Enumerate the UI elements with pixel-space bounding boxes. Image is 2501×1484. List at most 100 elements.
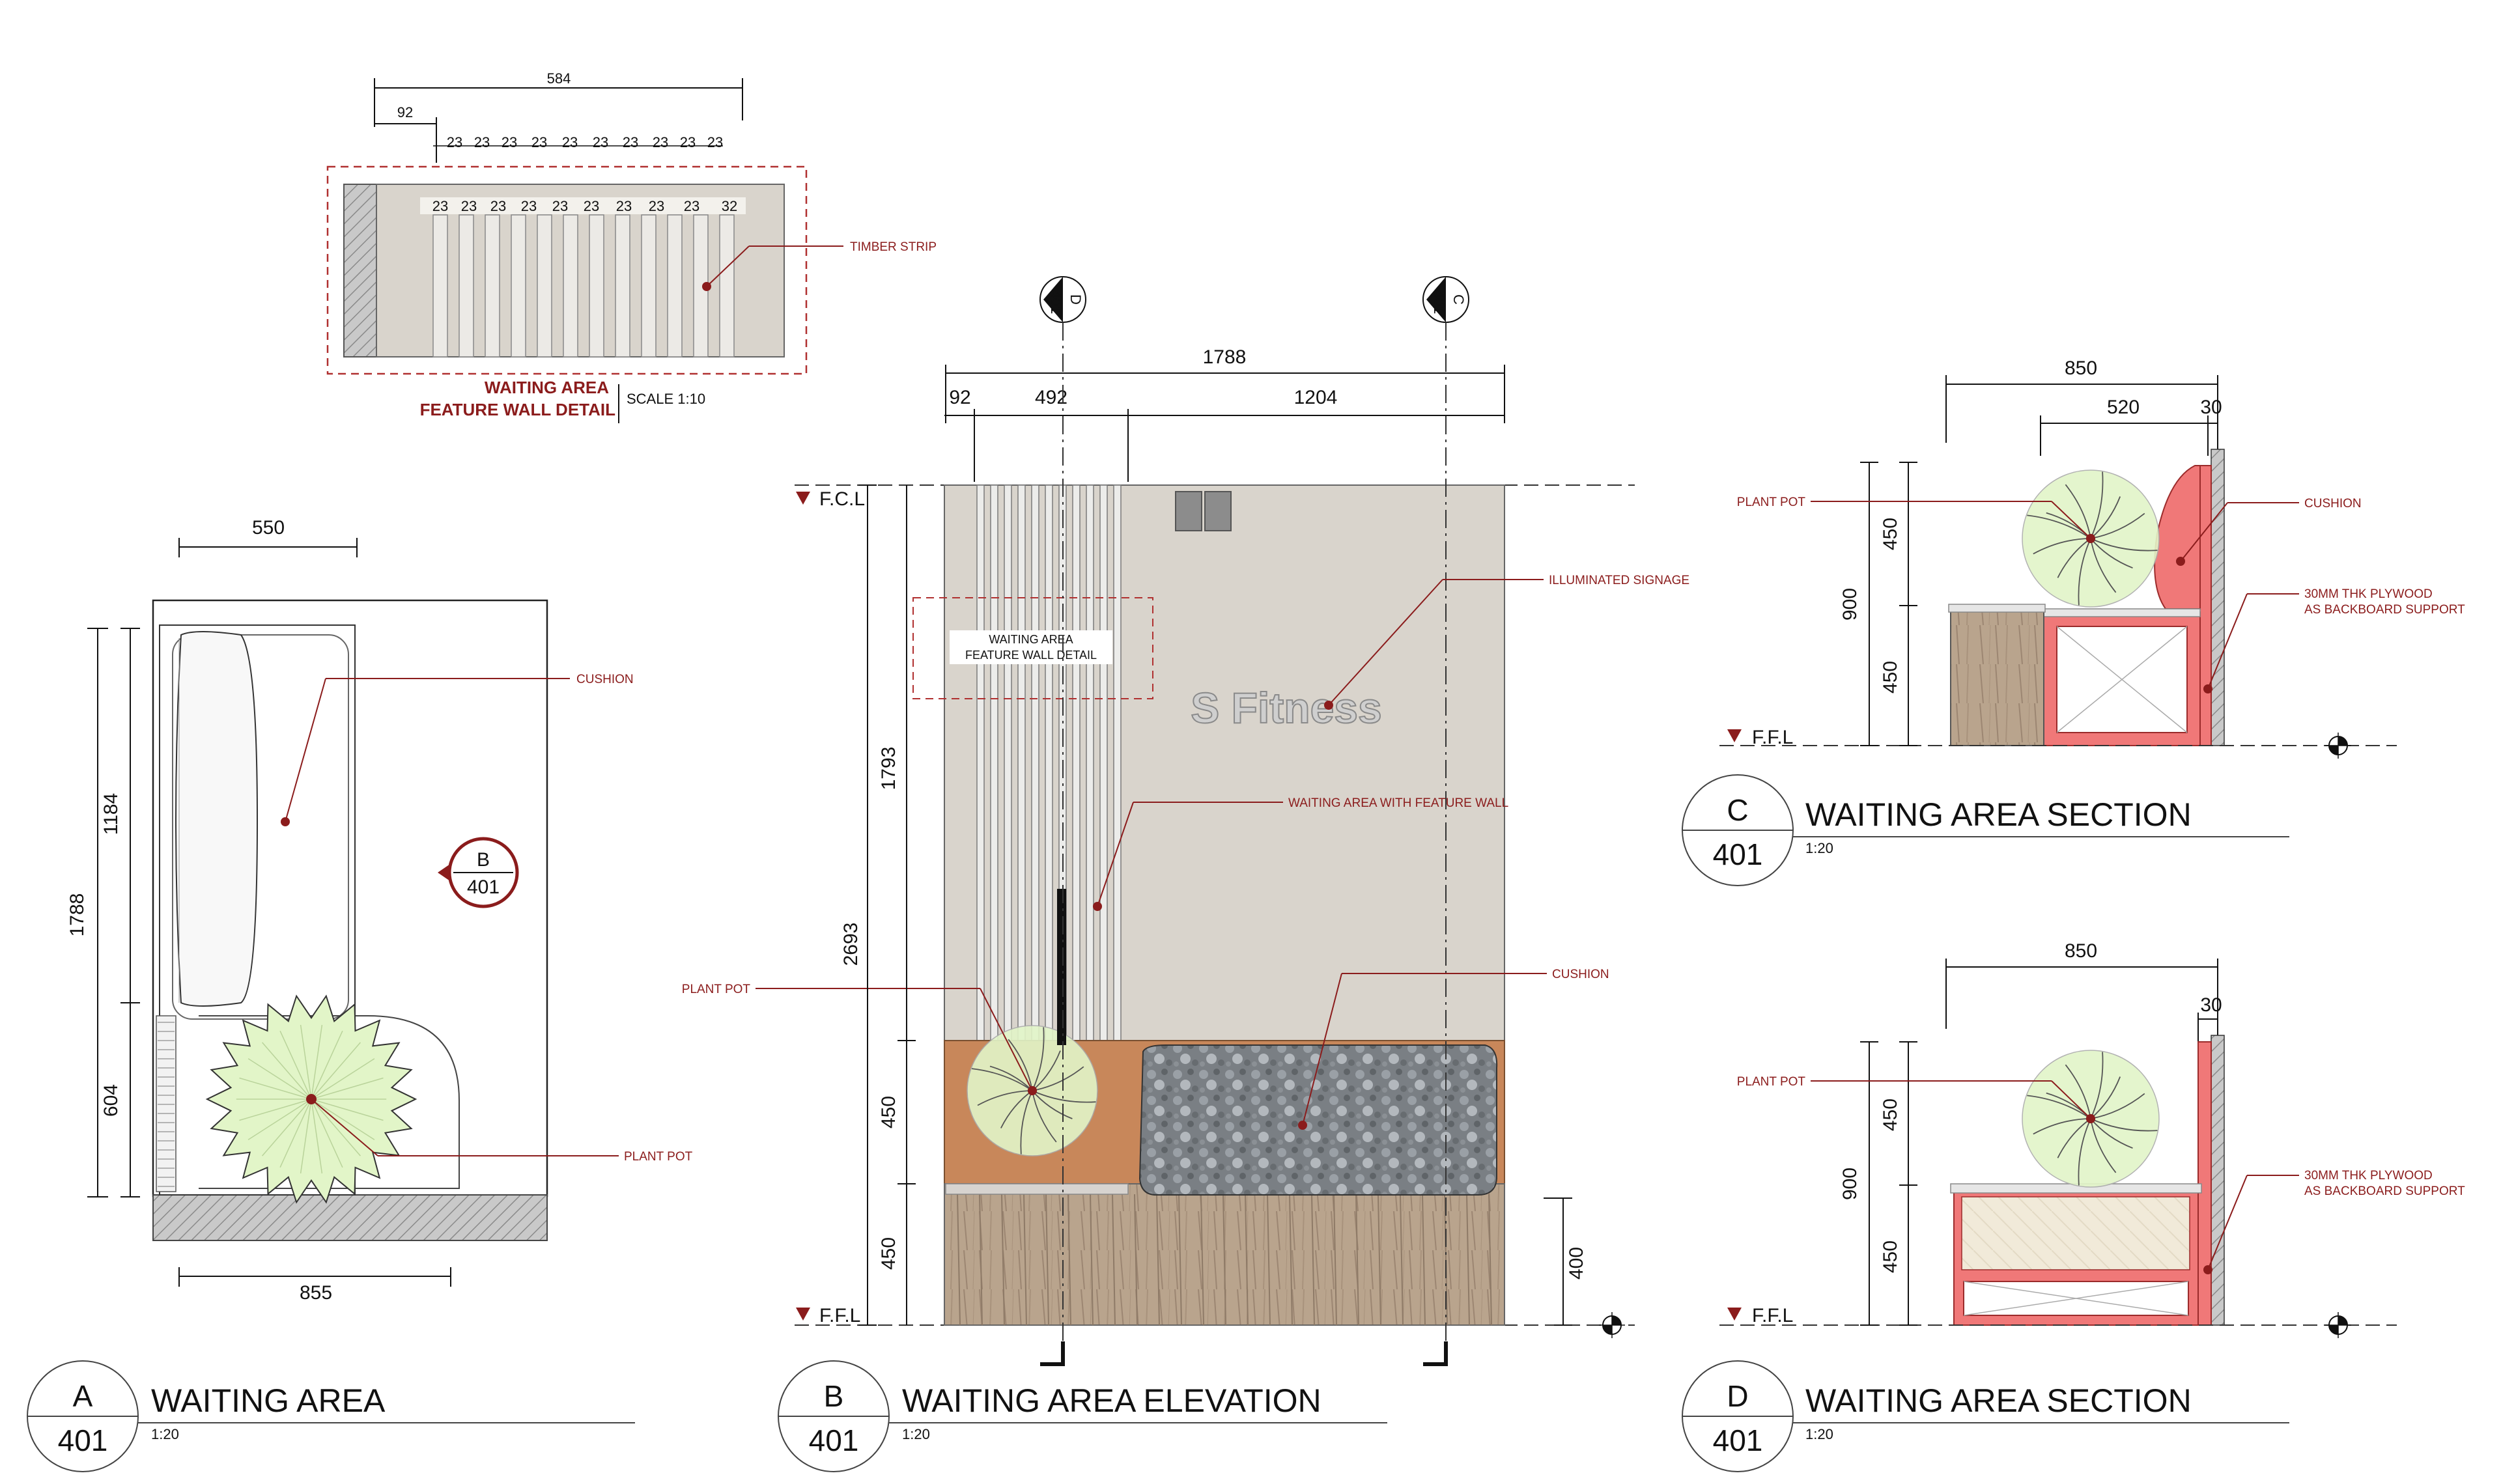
title-a-letter: A	[73, 1379, 93, 1413]
wall-strip	[1031, 484, 1039, 1043]
plant-leaf	[2027, 514, 2091, 539]
dim-900-d: 900	[1839, 1168, 1861, 1200]
dim-30-c: 30	[2200, 397, 2222, 418]
svg-text:23: 23	[447, 134, 462, 150]
label-illuminated-signage: ILLUMINATED SIGNAGE	[1549, 574, 1689, 587]
section-marker-d[interactable]: D 401	[1039, 276, 1086, 323]
plant-vein	[311, 1099, 323, 1174]
bench-slat	[1200, 1194, 1204, 1326]
bench-slat	[1023, 1194, 1027, 1326]
dim-520: 520	[2107, 397, 2140, 418]
bench-slat	[1134, 1194, 1138, 1326]
title-c-sheet: 401	[1713, 837, 1763, 871]
plant-vein	[311, 1042, 361, 1100]
bench-slats	[957, 1194, 1492, 1326]
section-marker-b[interactable]: B 401	[438, 837, 519, 908]
plant-leaf	[2057, 538, 2091, 578]
title-b: WAITING AREA ELEVATION	[902, 1382, 1321, 1419]
plant-leaf	[2033, 538, 2091, 555]
plant-leaf	[2090, 1093, 2145, 1119]
bench-slat	[1178, 1194, 1182, 1326]
dim-900-c: 900	[1839, 588, 1861, 621]
plant-leaf	[1008, 1039, 1033, 1091]
feature-wall-detail: 584 92 23 23 23 23 23 23 23 23 23 23 23 …	[326, 70, 937, 423]
dim-1788-plan: 1788	[66, 893, 88, 937]
dim-492: 492	[1035, 387, 1067, 408]
bench-slat	[1045, 1194, 1049, 1326]
svg-text:23: 23	[584, 198, 599, 214]
bench-slat	[1067, 1194, 1071, 1326]
dim-30-d: 30	[2200, 994, 2222, 1016]
timber-strip	[485, 214, 500, 357]
level-ffl-d: F.F.L	[1752, 1305, 1793, 1326]
title-d: WAITING AREA SECTION	[1805, 1382, 2192, 1419]
label-plant-pot-c: PLANT POT	[1737, 496, 1806, 509]
plant-vein	[311, 1024, 323, 1100]
plant-vein	[311, 1099, 343, 1168]
timber-strip	[589, 214, 604, 357]
detail-ref-line2: FEATURE WALL DETAIL	[965, 649, 1097, 662]
bench-slat	[1001, 1194, 1005, 1326]
plant-leaf	[2090, 471, 2104, 539]
timber-strip	[511, 214, 526, 357]
dim-92: 92	[397, 104, 413, 120]
svg-text:23: 23	[616, 198, 632, 214]
plant-vein	[311, 1058, 375, 1100]
svg-text:32: 32	[722, 198, 737, 214]
dim-550: 550	[252, 517, 285, 539]
title-c: WAITING AREA SECTION	[1805, 796, 2192, 833]
title-c-scale: 1:20	[1805, 840, 1833, 856]
svg-text:23: 23	[461, 198, 477, 214]
plant-leaf	[1032, 1027, 1045, 1091]
bench-slat	[979, 1194, 983, 1326]
svg-text:23: 23	[680, 134, 696, 150]
title-d-letter: D	[1727, 1379, 1748, 1413]
marker-c-letter: C	[1450, 294, 1467, 305]
title-b-letter: B	[824, 1379, 844, 1413]
section-marker-c[interactable]: C 401	[1422, 276, 1469, 323]
timber-strip	[641, 214, 657, 357]
title-b-scale: 1:20	[902, 1426, 930, 1442]
plant-vein	[239, 1099, 312, 1121]
section-c: 850 520 30 F.F.L 900	[1682, 357, 2465, 886]
title-c-letter: C	[1727, 793, 1748, 827]
plant-leaf	[1032, 1090, 1096, 1103]
dim-584: 584	[547, 70, 571, 87]
plant-vein	[311, 1099, 375, 1140]
plant-leaf	[2027, 1095, 2091, 1119]
dim-450-c-lower: 450	[1880, 661, 1901, 693]
label-ply-d-1: 30MM THK PLYWOOD	[2304, 1169, 2433, 1183]
plant-vein	[311, 1030, 343, 1100]
plant-leaf	[1032, 1066, 1084, 1091]
plan-label-plant-pot: PLANT POT	[624, 1150, 693, 1164]
title-b-sheet: 401	[809, 1423, 859, 1457]
plant-leaf	[971, 1068, 1033, 1091]
marker-d-sheet: 401	[1048, 290, 1064, 315]
label-plant-pot-elev: PLANT POT	[682, 983, 751, 996]
dim-450-d-lower: 450	[1880, 1240, 1901, 1273]
dim-450-lower-elev: 450	[878, 1237, 899, 1270]
label-ply-d-2: AS BACKBOARD SUPPORT	[2304, 1184, 2465, 1198]
strip-dims-bottom: 23 23 23 23 23 23 23 23 23 32	[432, 198, 737, 214]
bench-slat	[1378, 1194, 1381, 1326]
plant-leaf	[2090, 1118, 2117, 1173]
bench-slat	[1355, 1194, 1359, 1326]
bench-slat	[1245, 1194, 1249, 1326]
svg-text:23: 23	[552, 198, 568, 214]
marker-c-sheet: 401	[1431, 290, 1447, 315]
level-fcl: F.C.L	[819, 488, 865, 510]
bench-slat	[1466, 1194, 1470, 1326]
marker-b-sheet: 401	[467, 876, 500, 898]
bench-slat	[1488, 1194, 1492, 1326]
plant-leaf	[2090, 1118, 2133, 1149]
plant-vein	[311, 1099, 361, 1156]
title-a-scale: 1:20	[151, 1426, 179, 1442]
dim-2693: 2693	[840, 923, 862, 966]
bench-slat	[957, 1194, 961, 1326]
svg-text:23: 23	[502, 134, 517, 150]
bench-slat	[1289, 1194, 1293, 1326]
level-ffl-c: F.F.L	[1752, 727, 1793, 748]
plant-vein	[262, 1099, 312, 1156]
svg-text:23: 23	[531, 134, 547, 150]
